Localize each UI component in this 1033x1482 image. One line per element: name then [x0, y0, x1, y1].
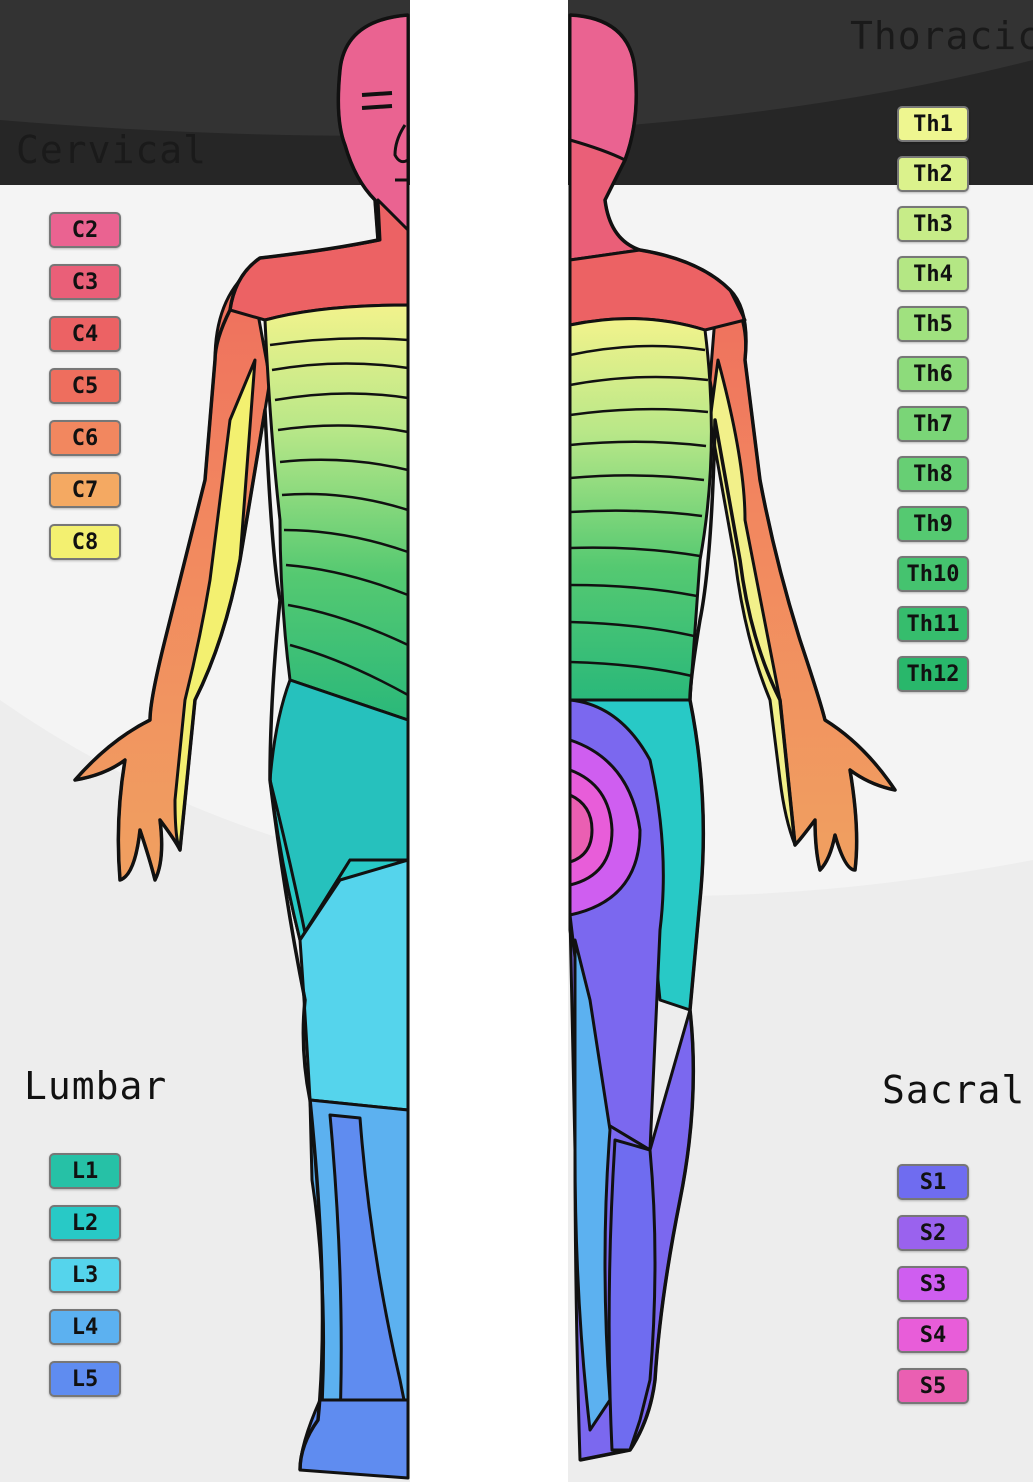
- lumbar-legend: L1L2L3L4L5: [49, 1153, 121, 1397]
- legend-badge-l5: L5: [49, 1361, 121, 1397]
- legend-badge-th1: Th1: [897, 106, 969, 142]
- legend-badge-th8: Th8: [897, 456, 969, 492]
- legend-badge-c7: C7: [49, 472, 121, 508]
- legend-badge-l4: L4: [49, 1309, 121, 1345]
- legend-badge-c2: C2: [49, 212, 121, 248]
- front-eyebrow: [362, 93, 392, 95]
- legend-badge-c8: C8: [49, 524, 121, 560]
- legend-badge-s5: S5: [897, 1368, 969, 1404]
- sacral-title: Sacral: [882, 1068, 1025, 1112]
- legend-badge-c6: C6: [49, 420, 121, 456]
- center-gap: [410, 0, 568, 1482]
- front-foot: [300, 1400, 408, 1478]
- legend-badge-th2: Th2: [897, 156, 969, 192]
- legend-badge-th4: Th4: [897, 256, 969, 292]
- legend-badge-th10: Th10: [897, 556, 969, 592]
- thoracic-legend: Th1Th2Th3Th4Th5Th6Th7Th8Th9Th10Th11Th12: [897, 106, 969, 692]
- legend-badge-th9: Th9: [897, 506, 969, 542]
- legend-badge-l1: L1: [49, 1153, 121, 1189]
- legend-badge-s1: S1: [897, 1164, 969, 1200]
- legend-badge-th12: Th12: [897, 656, 969, 692]
- thoracic-title: Thoracic: [850, 14, 1033, 58]
- front-eyebrow-2: [362, 106, 392, 108]
- sacral-legend: S1S2S3S4S5: [897, 1164, 969, 1404]
- legend-badge-c3: C3: [49, 264, 121, 300]
- legend-badge-th7: Th7: [897, 406, 969, 442]
- lumbar-title: Lumbar: [24, 1064, 167, 1108]
- cervical-title: Cervical: [16, 128, 207, 172]
- legend-badge-th5: Th5: [897, 306, 969, 342]
- back-torso: [570, 319, 711, 700]
- legend-badge-c4: C4: [49, 316, 121, 352]
- legend-badge-th11: Th11: [897, 606, 969, 642]
- legend-badge-s3: S3: [897, 1266, 969, 1302]
- cervical-legend: C2C3C4C5C6C7C8: [49, 212, 121, 560]
- legend-badge-s4: S4: [897, 1317, 969, 1353]
- legend-badge-s2: S2: [897, 1215, 969, 1251]
- legend-badge-th6: Th6: [897, 356, 969, 392]
- legend-badge-l2: L2: [49, 1205, 121, 1241]
- legend-badge-l3: L3: [49, 1257, 121, 1293]
- legend-badge-c5: C5: [49, 368, 121, 404]
- legend-badge-th3: Th3: [897, 206, 969, 242]
